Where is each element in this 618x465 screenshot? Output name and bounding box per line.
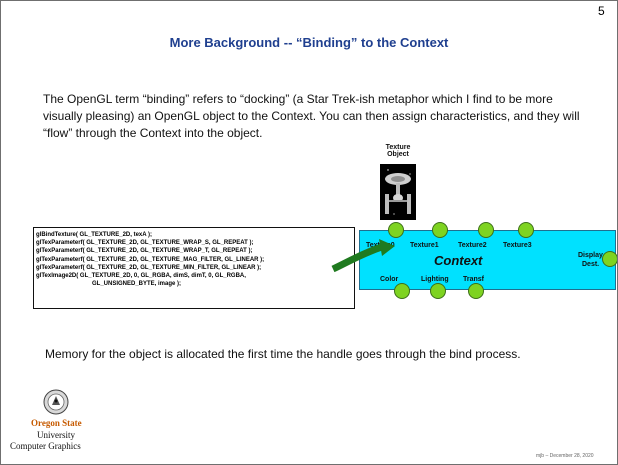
- port-label-texture2: Texture2: [458, 242, 487, 249]
- port-transf: [468, 283, 484, 299]
- logo-text-computer-graphics: Computer Graphics: [10, 441, 81, 451]
- display-label-line2: Dest.: [582, 261, 600, 268]
- intro-paragraph: The OpenGL term “binding” refers to “doc…: [43, 92, 580, 140]
- slide-title: More Background -- “Binding” to the Cont…: [169, 35, 449, 50]
- port-color: [394, 283, 410, 299]
- code-line: glTexParameterf( GL_TEXTURE_2D, GL_TEXTU…: [36, 240, 254, 247]
- osu-seal-logo-icon: [43, 389, 69, 415]
- code-line: glTexParameterf( GL_TEXTURE_2D, GL_TEXTU…: [36, 248, 253, 255]
- logo-text-university: University: [37, 430, 75, 440]
- date-stamp: mjb – December 28, 2020: [536, 453, 594, 459]
- logo-text-oregon-state: Oregon State: [31, 418, 82, 428]
- code-line: GL_UNSIGNED_BYTE, image );: [92, 281, 182, 288]
- texture-object-label-line2: Object: [387, 151, 409, 159]
- port-lighting: [430, 283, 446, 299]
- code-line: glTexParameterf( GL_TEXTURE_2D, GL_TEXTU…: [36, 264, 262, 271]
- code-line: glTexParameterf( GL_TEXTURE_2D, GL_TEXTU…: [36, 256, 265, 263]
- port-texture3: [518, 222, 534, 238]
- footer-text: Memory for the object is allocated the f…: [45, 347, 521, 361]
- code-line: glTexImage2D( GL_TEXTURE_2D, 0, GL_RGBA,…: [36, 273, 246, 280]
- port-texture1: [432, 222, 448, 238]
- page-number: 5: [598, 4, 605, 18]
- port-texture0: [388, 222, 404, 238]
- code-box: glBindTexture( GL_TEXTURE_2D, texA ); gl…: [33, 227, 355, 309]
- port-label-texture3: Texture3: [503, 242, 532, 249]
- context-box: [359, 230, 616, 290]
- display-label-line1: Display: [578, 252, 603, 259]
- texture-object-label: Texture Object: [378, 144, 418, 159]
- context-title: Context: [434, 253, 483, 268]
- code-line: glBindTexture( GL_TEXTURE_2D, texA );: [36, 232, 153, 238]
- port-label-color: Color: [380, 276, 399, 283]
- port-label-lighting: Lighting: [421, 276, 449, 283]
- port-label-texture1: Texture1: [410, 242, 439, 249]
- texture-object-label-line1: Texture: [385, 144, 411, 151]
- port-display: [602, 251, 617, 267]
- port-texture2: [478, 222, 494, 238]
- port-label-transf: Transf: [463, 276, 485, 283]
- starship-enterprise-icon: [380, 164, 416, 220]
